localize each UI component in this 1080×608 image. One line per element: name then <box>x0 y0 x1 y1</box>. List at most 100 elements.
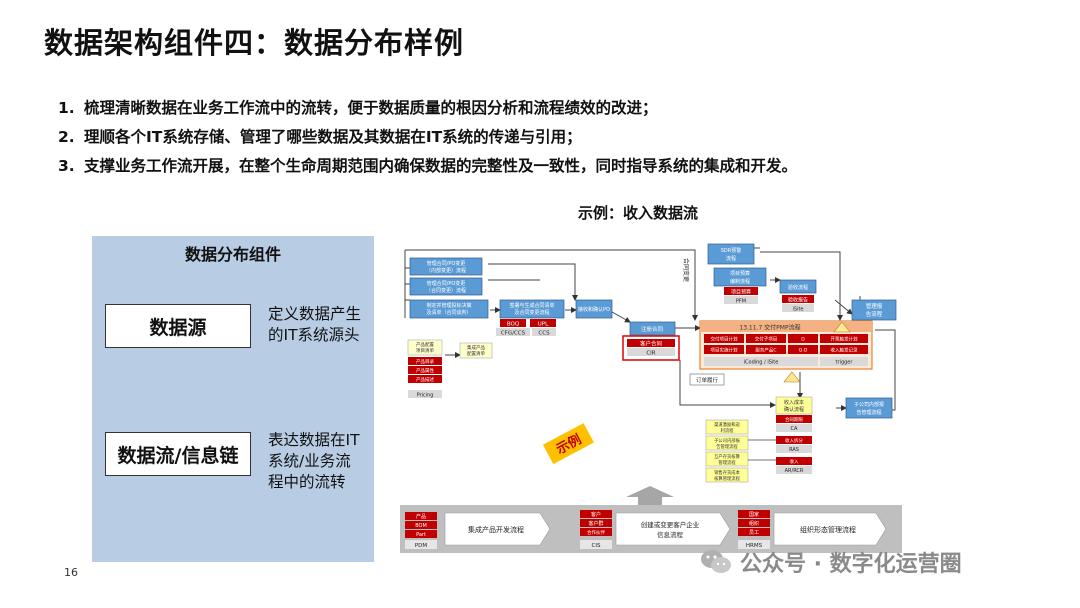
data-label: 项目实施计划 <box>711 347 738 354</box>
box-text: 签署与生成合同清单 <box>509 302 554 309</box>
box-text: 子公司内部报 <box>854 401 884 408</box>
data-label: 配置清单 <box>467 350 485 357</box>
box-text: 管理合同/PO变更 <box>427 260 466 267</box>
svg-text:D: D <box>801 337 805 343</box>
process-bid-decision: 制定并管理投标决策 及清单（合同谈判） <box>409 299 489 319</box>
flow-label: 创建或变更客户企业 <box>641 520 700 529</box>
data-label: 集成产品 <box>467 344 485 351</box>
point-item: 1. 梳理清晰数据在业务工作流中的流转，便于数据质量的根因分析和流程绩效的改进； <box>58 94 797 123</box>
system-label: CIS <box>592 543 601 549</box>
system-label: PDM <box>415 543 428 549</box>
data-flow-box: 数据流/信息链 <box>105 432 251 476</box>
process-sdr-alert: SDR预警 流程 <box>707 243 755 265</box>
box-text: 收入成本 <box>784 399 804 406</box>
box-text: 管理流程 <box>718 459 736 466</box>
data-label: 客户 <box>591 511 601 518</box>
flow-label: 信息流程 <box>657 530 684 539</box>
delivery-pmp-box: 13.11.7 交付PMP流程 交付项目计划 交付子项目 D 开票触发计划 项目… <box>699 320 873 383</box>
watermark-text: 公众号 · 数字化运营圈 <box>740 552 962 577</box>
point-text: 理顺各个IT系统存储、管理了哪些数据及其数据在IT系统的传递与引用； <box>84 128 582 146</box>
box-text: 13.11.7 交付PMP流程 <box>739 324 800 332</box>
box-text: 验收流程 <box>788 284 808 291</box>
revenue-recognition-group: 订单履行 收入成本 确认流程 合同期限 CA 收入拆分 RAS 收入 AR/RC… <box>689 373 813 483</box>
data-source-box: 数据源 <box>105 304 251 348</box>
system-label: PFM <box>736 299 746 305</box>
up-arrow <box>626 486 674 505</box>
box-text: SDR预警 <box>721 247 742 254</box>
box-text: 互产存货核算 <box>714 453 740 460</box>
wechat-icon <box>701 550 731 573</box>
data-object-labels: BOQ UPL CFG/CCS CCS 客户合同 CIR 项目预算 PFM 验收… <box>407 287 814 399</box>
data-label: 员工 <box>749 530 759 536</box>
process-subsidiary-report: 子公司内部报 告管理流程 <box>845 397 893 419</box>
system-label: CCS <box>538 331 550 337</box>
data-label: 组织 <box>749 520 759 527</box>
data-label: 收入触发记录 <box>831 347 858 354</box>
box-text: 告管理流程 <box>716 443 738 450</box>
box-text: 流程 <box>726 255 736 262</box>
example-stamp: 示例 <box>542 423 594 465</box>
process-project-budget: 项目预算 编制流程 <box>713 267 767 287</box>
process-contract-change: 管理合同/PO变更 （合同变更）流程 <box>409 277 483 296</box>
data-label: 验收报告 <box>788 297 808 304</box>
highlight-frame <box>622 335 680 361</box>
data-label: 交付项目计划 <box>711 336 738 343</box>
side-process-stack: 渠道激励和返 利流程 子公司内部报 告管理流程 互产存货核算 管理流程 销售存货… <box>705 419 776 483</box>
data-label: 收入拆分 <box>785 437 803 444</box>
data-flow-description: 表达数据在IT 系统/业务流 程中的流转 <box>268 430 360 493</box>
box-text: （合同变更）流程 <box>426 287 466 294</box>
data-label: 产品属性 <box>416 367 434 374</box>
box-text: 管理报 <box>866 302 883 310</box>
data-label: 产品目录 <box>416 358 434 365</box>
data-label: 交付子项目 <box>755 336 778 343</box>
box-text: 子公司内部报 <box>714 437 740 444</box>
process-register-contract: 注册合同 <box>629 321 676 336</box>
point-item: 3. 支撑业务工作流开展，在整个生命周期范围内确保数据的完整性及一致性，同时指导… <box>58 152 797 181</box>
data-label: BOM <box>415 523 427 529</box>
system-label: HRMS <box>746 543 763 549</box>
point-number: 3. <box>58 157 75 175</box>
desc-line: 定义数据产生 <box>268 305 362 323</box>
blue-process-boxes: 管理合同/PO变更 （内部变更）流程 管理合同/PO变更 （合同变更）流程 制定… <box>409 243 897 419</box>
data-label: 国家 <box>749 511 759 518</box>
process-acceptance: 验收流程 <box>779 279 817 294</box>
flow-connectors <box>404 247 896 411</box>
box-text: 订单履行 <box>696 376 719 384</box>
system-label: iSite <box>793 307 804 313</box>
system-label: CA <box>791 426 798 432</box>
data-label: 开票触发计划 <box>831 336 858 343</box>
page-title: 数据架构组件四：数据分布样例 <box>44 26 465 60</box>
system-label: AR/RCR <box>785 468 804 474</box>
point-text: 梳理清晰数据在业务工作流中的流转，便于数据质量的根因分析和流程绩效的改进； <box>84 99 658 117</box>
box-text: 告流程 <box>866 310 883 318</box>
box-text: 告管理流程 <box>856 409 881 416</box>
data-label: UPL <box>538 322 549 328</box>
desc-line: 表达数据在IT <box>268 431 360 449</box>
watermark: 公众号 · 数字化运营圈 <box>700 546 962 578</box>
system-label: CIR <box>646 351 655 357</box>
page-number: 16 <box>64 566 78 579</box>
system-label: Pricing <box>417 393 434 399</box>
contract-change-text: 合同变更 <box>682 258 690 282</box>
box-text: 接收和确认PO <box>578 306 610 313</box>
system-label: CFG/CCS <box>501 331 526 337</box>
data-label: 客户群 <box>588 520 603 527</box>
data-label: 项目清单 <box>416 347 434 354</box>
data-label: BOQ <box>507 322 520 328</box>
system-label: iCoding / iSite <box>744 360 779 366</box>
data-label: 服务产品C <box>755 347 776 354</box>
data-label: 客户合同 <box>640 340 663 348</box>
box-text: 及合同变更流程 <box>514 309 549 316</box>
data-label: 产品描述 <box>416 376 434 383</box>
point-number: 2. <box>58 128 75 146</box>
data-label: 项目预算 <box>731 289 751 296</box>
data-label: 合同期限 <box>785 416 803 423</box>
data-label: Part <box>416 532 426 538</box>
data-label: 产品配置 <box>416 341 434 348</box>
master-data-band: 产品 BOM Part PDM 集成产品开发流程 客户 客户群 合作伙伴 CIS… <box>400 505 902 553</box>
box-text: 核算管理流程 <box>714 475 740 482</box>
point-text: 支撑业务工作流开展，在整个生命周期范围内确保数据的完整性及一致性，同时指导系统的… <box>84 157 798 175</box>
box-text: 注册合同 <box>641 325 664 333</box>
box-text: 编制流程 <box>730 278 750 285</box>
